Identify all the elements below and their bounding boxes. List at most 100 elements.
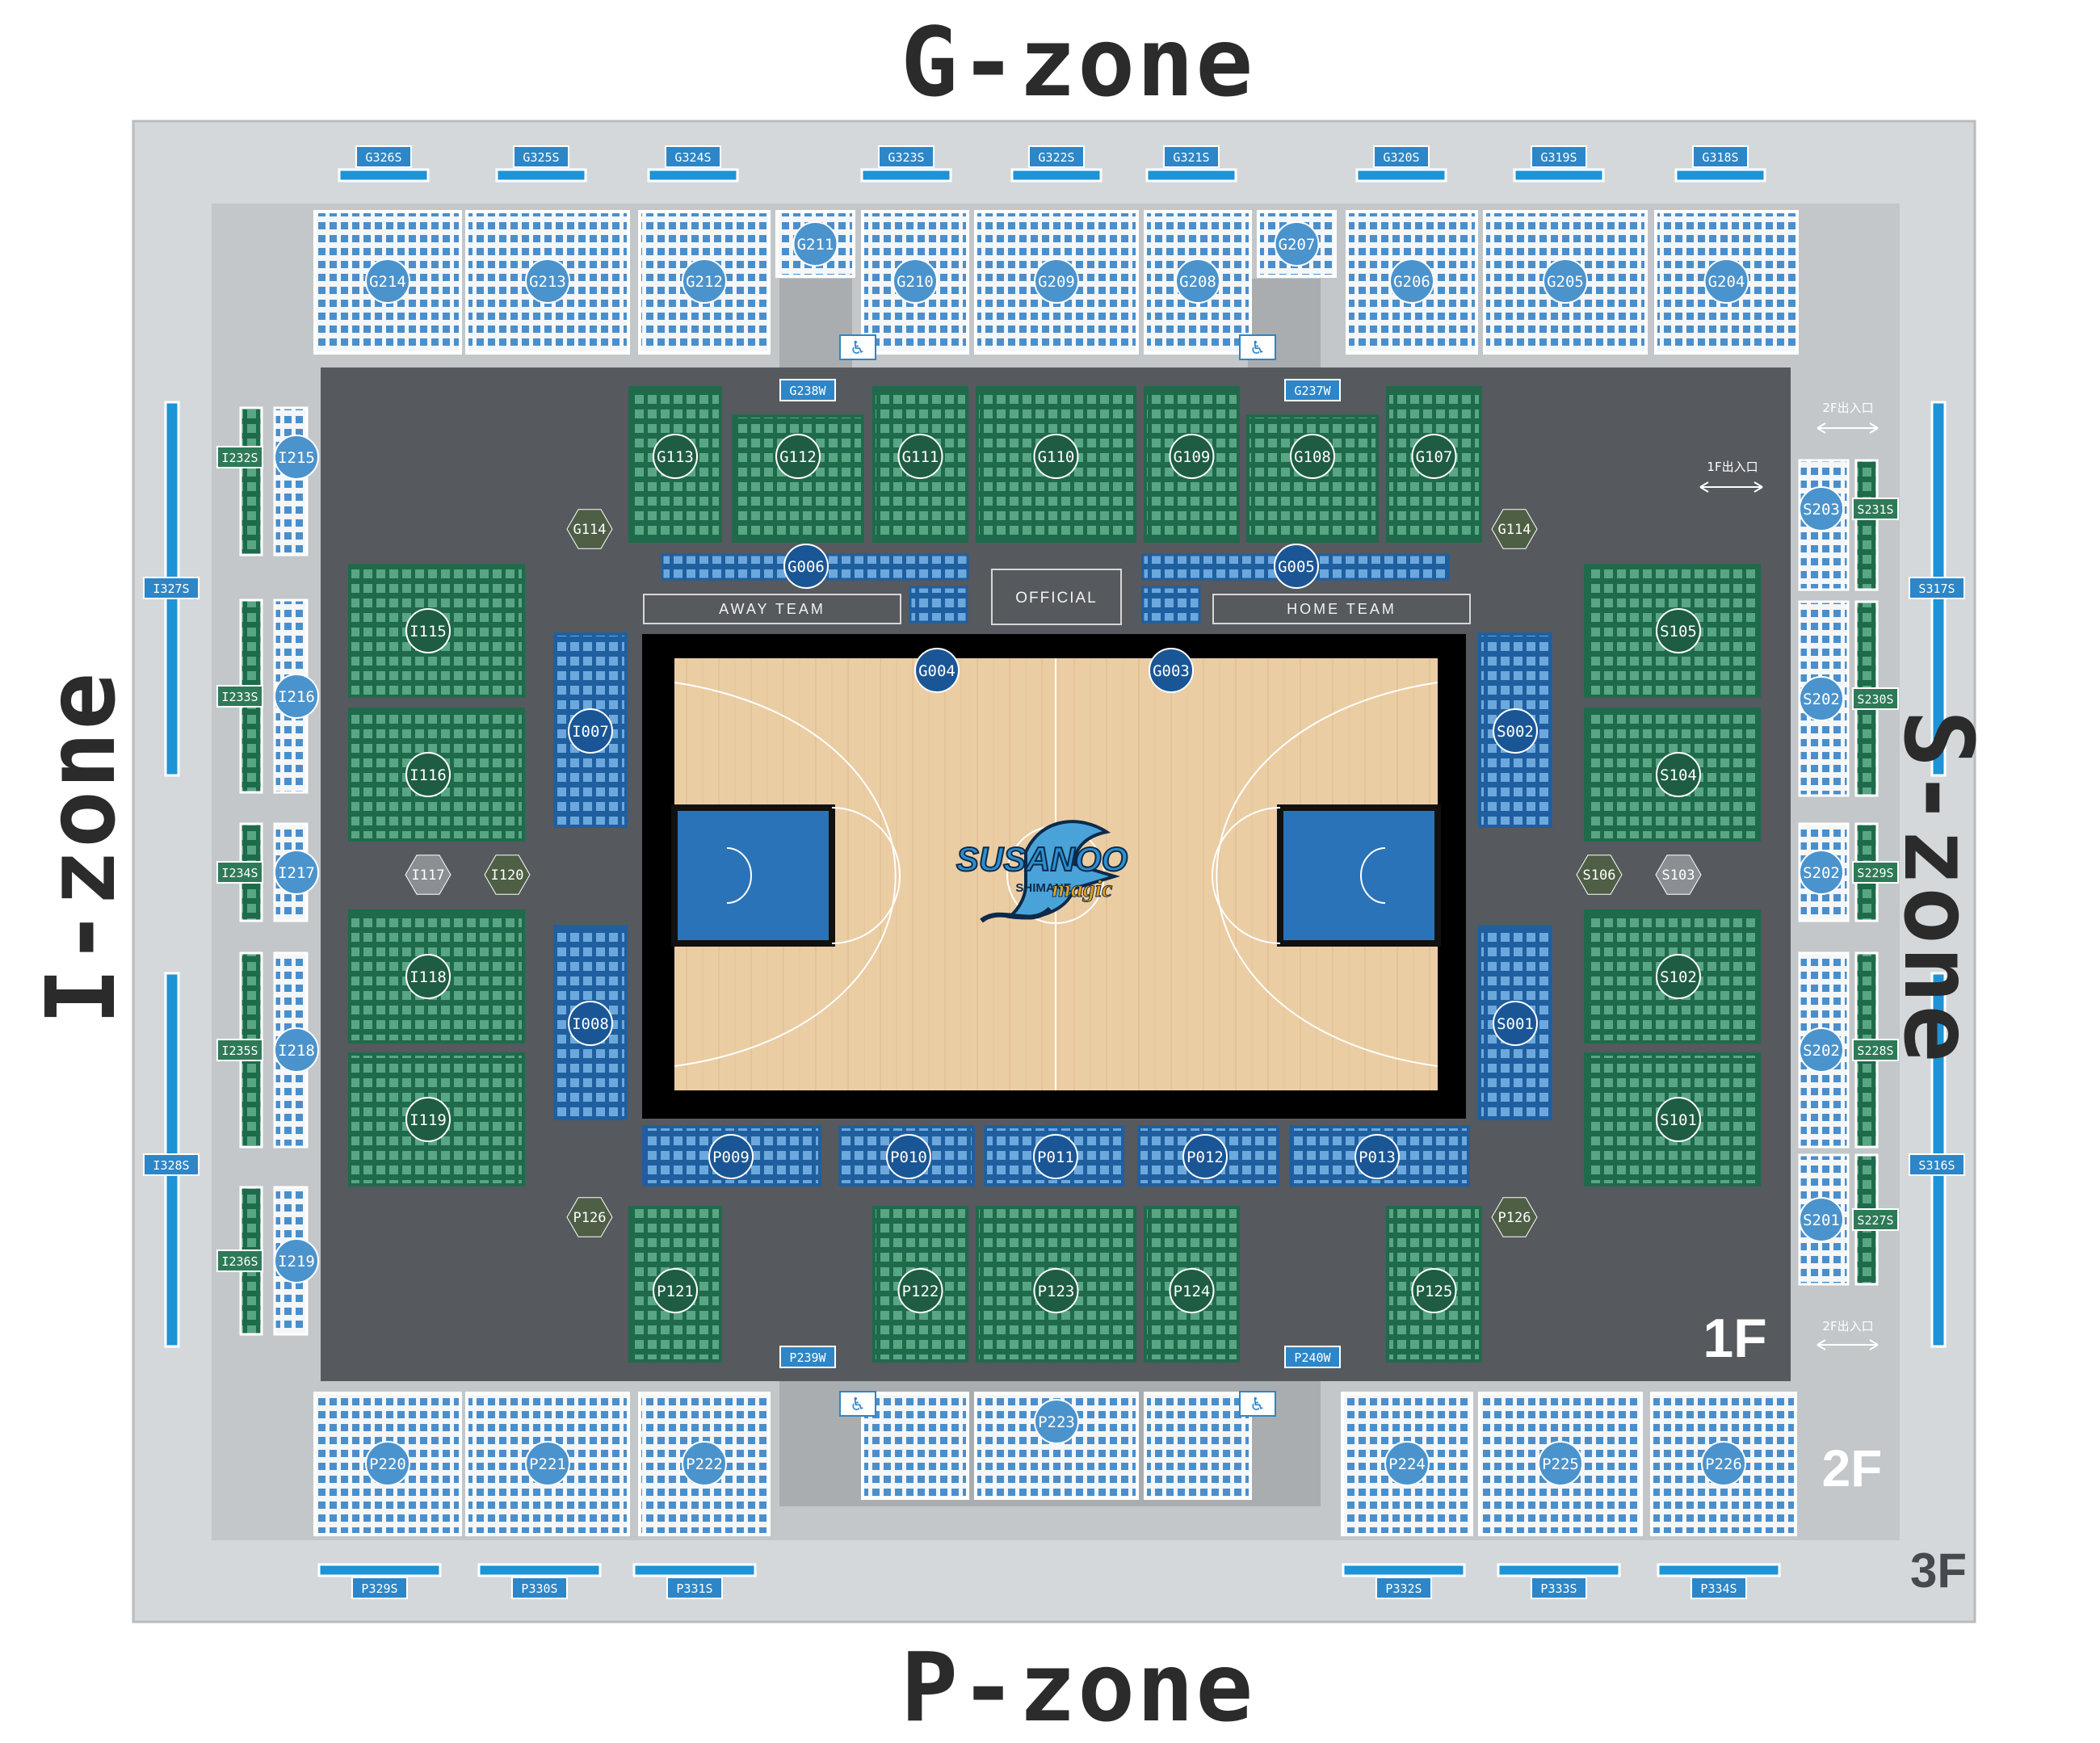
section-badge-i215[interactable]: [274, 435, 319, 480]
section-tag-g326s[interactable]: [355, 145, 412, 168]
section-hex-i117[interactable]: [405, 855, 452, 895]
section-badge-g214[interactable]: [365, 258, 410, 304]
section-badge-p221[interactable]: [525, 1441, 570, 1486]
section-badge-i007[interactable]: [568, 708, 613, 754]
section-tag-i236s[interactable]: [216, 1250, 263, 1272]
section-tag-g322s[interactable]: [1028, 145, 1085, 168]
seat-strip-p334s[interactable]: [1657, 1563, 1781, 1577]
section-badge-i219[interactable]: [274, 1238, 319, 1283]
section-hex-g114[interactable]: [1491, 509, 1538, 549]
section-badge-s002[interactable]: [1493, 708, 1538, 754]
section-badge-p010[interactable]: [886, 1134, 931, 1179]
section-badge-s202[interactable]: [1799, 850, 1844, 895]
section-tag-g321s[interactable]: [1163, 145, 1220, 168]
section-block-p223-wing-west[interactable]: [861, 1392, 969, 1500]
section-badge-g005[interactable]: [1274, 544, 1319, 589]
section-tag-s230s[interactable]: [1852, 687, 1899, 710]
section-tag-s316s[interactable]: [1909, 1153, 1965, 1176]
section-tag-p239w[interactable]: [779, 1346, 836, 1368]
section-tag-s227s[interactable]: [1852, 1208, 1899, 1231]
section-tag-p330s[interactable]: [511, 1577, 568, 1599]
section-badge-g006[interactable]: [783, 544, 829, 589]
section-badge-s202[interactable]: [1799, 676, 1844, 721]
section-tag-s231s[interactable]: [1852, 498, 1899, 520]
seat-strip-g322s[interactable]: [1010, 168, 1102, 183]
section-badge-p123[interactable]: [1033, 1268, 1079, 1313]
section-hex-s106[interactable]: [1576, 855, 1623, 895]
section-badge-p220[interactable]: [365, 1441, 410, 1486]
section-badge-p011[interactable]: [1033, 1134, 1078, 1179]
section-tag-g325s[interactable]: [513, 145, 569, 168]
section-badge-s104[interactable]: [1656, 752, 1701, 797]
section-tag-s229s[interactable]: [1852, 861, 1899, 884]
section-badge-i119[interactable]: [405, 1097, 451, 1142]
section-hex-i120[interactable]: [484, 855, 531, 895]
section-block-g004[interactable]: [909, 586, 968, 624]
section-badge-g209[interactable]: [1034, 258, 1079, 304]
section-badge-g108[interactable]: [1290, 434, 1335, 479]
section-badge-g205[interactable]: [1543, 258, 1588, 304]
section-badge-g206[interactable]: [1389, 258, 1434, 304]
section-badge-g111[interactable]: [897, 434, 943, 479]
section-badge-i115[interactable]: [405, 608, 451, 653]
section-badge-i218[interactable]: [274, 1027, 319, 1073]
seat-strip-g326s[interactable]: [338, 168, 430, 183]
section-badge-g113[interactable]: [653, 434, 698, 479]
seat-strip-g323s[interactable]: [860, 168, 952, 183]
section-badge-g213[interactable]: [525, 258, 570, 304]
section-badge-g109[interactable]: [1169, 434, 1215, 479]
section-tag-p334s[interactable]: [1690, 1577, 1747, 1599]
section-badge-p121[interactable]: [653, 1268, 698, 1313]
section-tag-i234s[interactable]: [216, 861, 263, 884]
section-badge-g211[interactable]: [792, 221, 838, 267]
section-badge-s201[interactable]: [1799, 1197, 1844, 1242]
section-badge-s202[interactable]: [1799, 1027, 1844, 1073]
section-block-i232s[interactable]: [239, 406, 263, 556]
section-hex-p126[interactable]: [1491, 1197, 1538, 1237]
section-badge-p224[interactable]: [1384, 1441, 1430, 1486]
section-badge-p226[interactable]: [1701, 1441, 1746, 1486]
seat-strip-g320s[interactable]: [1355, 168, 1447, 183]
section-badge-s105[interactable]: [1656, 608, 1701, 653]
seat-strip-p329s[interactable]: [317, 1563, 442, 1577]
section-tag-i328s[interactable]: [143, 1153, 200, 1176]
section-badge-g210[interactable]: [892, 258, 938, 304]
section-badge-p225[interactable]: [1538, 1441, 1583, 1486]
section-tag-p329s[interactable]: [351, 1577, 408, 1599]
section-badge-s101[interactable]: [1656, 1097, 1701, 1142]
section-block-i215[interactable]: [273, 406, 309, 556]
seat-strip-p330s[interactable]: [477, 1563, 602, 1577]
section-badge-g107[interactable]: [1411, 434, 1457, 479]
section-tag-i327s[interactable]: [143, 577, 200, 599]
section-block-s231s[interactable]: [1854, 459, 1879, 591]
seat-strip-p331s[interactable]: [632, 1563, 757, 1577]
section-hex-p126[interactable]: [566, 1197, 613, 1237]
section-badge-p122[interactable]: [897, 1268, 943, 1313]
section-badge-p222[interactable]: [682, 1441, 727, 1486]
section-badge-p124[interactable]: [1169, 1268, 1215, 1313]
section-badge-i216[interactable]: [274, 674, 319, 719]
section-tag-g320s[interactable]: [1373, 145, 1430, 168]
section-block-p223-wing-east[interactable]: [1144, 1392, 1252, 1500]
section-tag-g319s[interactable]: [1531, 145, 1587, 168]
seat-strip-g319s[interactable]: [1513, 168, 1605, 183]
section-badge-g112[interactable]: [775, 434, 821, 479]
section-badge-g003[interactable]: [1149, 648, 1194, 693]
section-badge-i116[interactable]: [405, 752, 451, 797]
section-tag-g237w[interactable]: [1284, 379, 1341, 401]
section-badge-i217[interactable]: [274, 850, 319, 895]
section-badge-s203[interactable]: [1799, 486, 1844, 531]
section-tag-i235s[interactable]: [216, 1039, 263, 1061]
section-badge-i118[interactable]: [405, 954, 451, 999]
section-badge-p009[interactable]: [708, 1134, 754, 1179]
section-tag-p331s[interactable]: [666, 1577, 723, 1599]
section-badge-g110[interactable]: [1033, 434, 1079, 479]
section-badge-g208[interactable]: [1175, 258, 1220, 304]
section-block-g110[interactable]: [976, 386, 1136, 543]
section-tag-p240w[interactable]: [1284, 1346, 1341, 1368]
section-badge-p125[interactable]: [1411, 1268, 1457, 1313]
section-tag-s317s[interactable]: [1909, 577, 1965, 599]
section-badge-s102[interactable]: [1656, 954, 1701, 999]
section-hex-s103[interactable]: [1655, 855, 1702, 895]
section-tag-s228s[interactable]: [1852, 1039, 1899, 1061]
